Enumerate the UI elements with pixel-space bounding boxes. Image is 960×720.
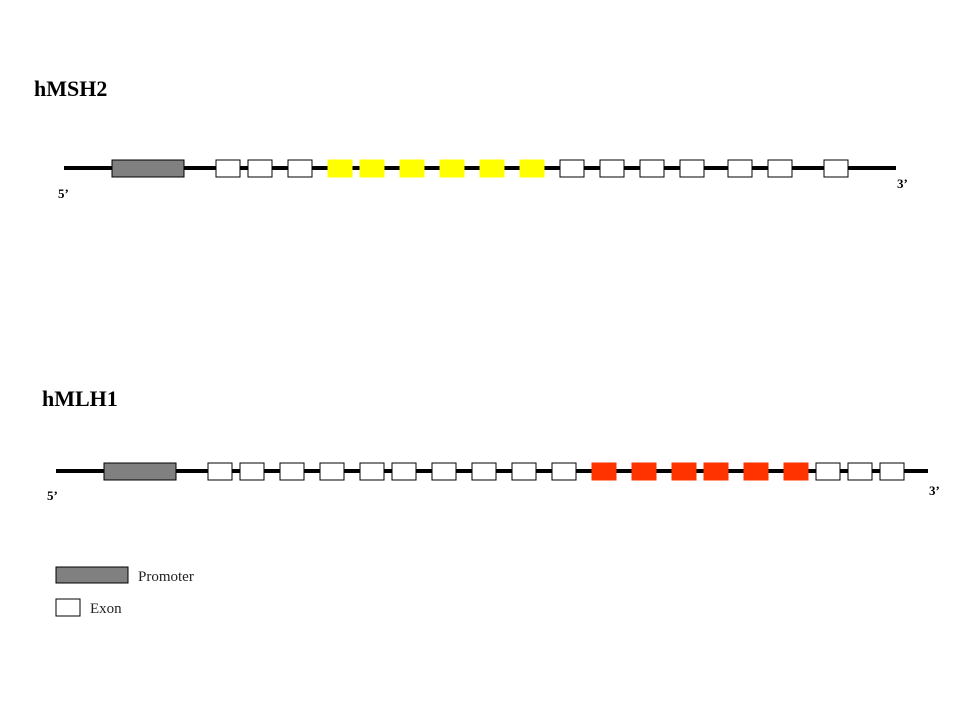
exon-2 [247, 159, 273, 178]
exon-15 [767, 159, 793, 178]
gene-msh2: hMSH2 5’ 3’ [34, 76, 908, 201]
exon-19 [879, 462, 905, 481]
exon-15 [743, 462, 769, 481]
exon-14 [703, 462, 729, 481]
exon-11 [599, 159, 625, 178]
gene-title-mlh1: hMLH1 [42, 386, 118, 411]
three-prime-label-mlh1: 3’ [929, 483, 940, 498]
exon-9 [519, 159, 545, 178]
gene-mlh1: hMLH1 5’ 3’ [42, 386, 940, 503]
exon-8 [471, 462, 497, 481]
exon-12 [631, 462, 657, 481]
exon-6 [391, 462, 417, 481]
exon-7 [431, 462, 457, 481]
exon-1 [207, 462, 233, 481]
exon-3 [287, 159, 313, 178]
promoter-mlh1 [103, 462, 177, 481]
exon-group-mlh1 [207, 462, 905, 481]
exon-12 [639, 159, 665, 178]
exon-3 [279, 462, 305, 481]
exon-16 [823, 159, 849, 178]
legend-exon-swatch [55, 598, 81, 617]
five-prime-label-msh2: 5’ [58, 186, 69, 201]
promoter-msh2 [111, 159, 185, 178]
exon-10 [551, 462, 577, 481]
exon-group-msh2 [215, 159, 849, 178]
exon-5 [359, 159, 385, 178]
exon-4 [327, 159, 353, 178]
three-prime-label-msh2: 3’ [897, 176, 908, 191]
exon-6 [399, 159, 425, 178]
exon-11 [591, 462, 617, 481]
exon-5 [359, 462, 385, 481]
exon-16 [783, 462, 809, 481]
legend: Promoter Exon [55, 566, 194, 617]
exon-4 [319, 462, 345, 481]
legend-promoter-label: Promoter [138, 569, 194, 585]
exon-17 [815, 462, 841, 481]
legend-exon-label: Exon [90, 601, 122, 617]
five-prime-label-mlh1: 5’ [47, 488, 58, 503]
exon-8 [479, 159, 505, 178]
exon-1 [215, 159, 241, 178]
exon-9 [511, 462, 537, 481]
exon-2 [239, 462, 265, 481]
exon-18 [847, 462, 873, 481]
legend-promoter-swatch [55, 566, 129, 584]
exon-14 [727, 159, 753, 178]
exon-13 [679, 159, 705, 178]
exon-10 [559, 159, 585, 178]
gene-title-msh2: hMSH2 [34, 76, 107, 101]
exon-7 [439, 159, 465, 178]
exon-13 [671, 462, 697, 481]
